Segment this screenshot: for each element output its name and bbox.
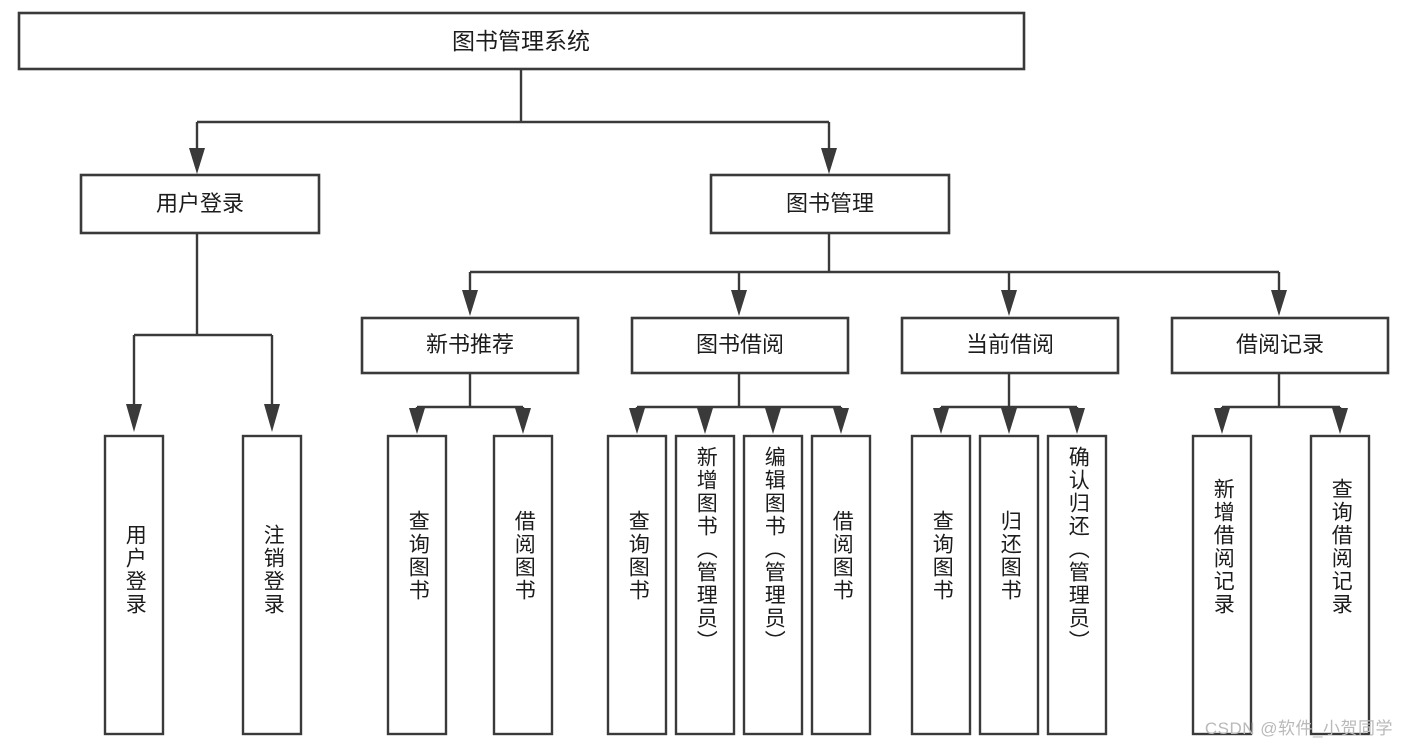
leaf-box-confirm-return[interactable]: [1046, 434, 1108, 736]
node-login-label: 用户登录: [156, 191, 244, 216]
node-login-box[interactable]: [79, 173, 321, 235]
csdn-watermark: CSDN @软件_小贺同学: [1204, 719, 1393, 738]
arrow-current-to-leaf3: [1069, 408, 1085, 434]
arrow-login-to-leaf1: [126, 404, 142, 432]
arrow-record-to-leaf2: [1332, 408, 1348, 434]
leaf-box-query-book-2[interactable]: [606, 434, 668, 736]
leaf-box-query-record[interactable]: [1309, 434, 1371, 736]
leaf-box-query-book-3[interactable]: [910, 434, 972, 736]
arrow-record-to-leaf1: [1214, 408, 1230, 434]
arrow-newbook-to-leaf1: [409, 408, 425, 434]
arrow-root-to-login: [189, 148, 205, 174]
edges-layer: [126, 69, 1348, 434]
node-bookmgmt-label: 图书管理: [786, 191, 874, 216]
node-newbook-label: 新书推荐: [426, 332, 514, 357]
node-record-label: 借阅记录: [1236, 332, 1324, 357]
leaf-boxes-layer: [103, 434, 1371, 736]
node-root-box[interactable]: [17, 11, 1026, 71]
arrow-bookmgmt-to-current: [1001, 290, 1017, 316]
node-bookmgmt[interactable]: 图书管理: [709, 173, 951, 235]
arrow-bookmgmt-to-record: [1271, 290, 1287, 316]
arrow-root-to-bookmgmt: [821, 148, 837, 174]
node-current[interactable]: 当前借阅: [900, 316, 1120, 375]
node-root-label: 图书管理系统: [452, 28, 590, 54]
leaf-box-borrow-book-1[interactable]: [492, 434, 554, 736]
arrow-borrow-to-leaf4: [833, 408, 849, 434]
node-root[interactable]: 图书管理系统: [17, 11, 1026, 71]
arrow-login-to-leaf2: [264, 404, 280, 432]
arrow-borrow-to-leaf1: [629, 408, 645, 434]
node-current-box[interactable]: [900, 316, 1120, 375]
arrow-bookmgmt-to-newbook: [462, 290, 478, 316]
arrow-bookmgmt-to-borrow: [731, 290, 747, 316]
leaf-box-query-book-1[interactable]: [386, 434, 448, 736]
node-newbook-box[interactable]: [360, 316, 580, 375]
leaf-box-add-record[interactable]: [1191, 434, 1253, 736]
node-borrow[interactable]: 图书借阅: [630, 316, 850, 375]
node-current-label: 当前借阅: [966, 332, 1054, 357]
arrow-current-to-leaf2: [1001, 408, 1017, 434]
node-record-box[interactable]: [1170, 316, 1390, 375]
arrow-borrow-to-leaf2: [697, 408, 713, 434]
node-record[interactable]: 借阅记录: [1170, 316, 1390, 375]
leaf-box-add-book[interactable]: [674, 434, 736, 736]
leaf-box-borrow-book-2[interactable]: [810, 434, 872, 736]
arrow-borrow-to-leaf3: [765, 408, 781, 434]
arrow-current-to-leaf1: [933, 408, 949, 434]
node-borrow-label: 图书借阅: [696, 332, 784, 357]
node-login[interactable]: 用户登录: [79, 173, 321, 235]
leaf-box-logout[interactable]: [241, 434, 303, 736]
leaf-box-return-book[interactable]: [978, 434, 1040, 736]
arrow-newbook-to-leaf2: [515, 408, 531, 434]
node-bookmgmt-box[interactable]: [709, 173, 951, 235]
leaf-box-edit-book[interactable]: [742, 434, 804, 736]
node-borrow-box[interactable]: [630, 316, 850, 375]
node-newbook[interactable]: 新书推荐: [360, 316, 580, 375]
leaf-box-user-login[interactable]: [103, 434, 165, 736]
